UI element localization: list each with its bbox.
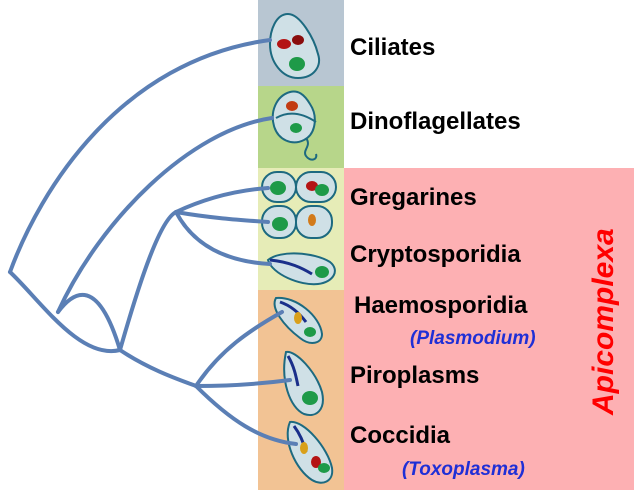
taxon-label-piroplasms: Piroplasms — [350, 364, 479, 388]
piroplasm-cell-icon — [284, 352, 323, 415]
taxon-label-dinoflagellates: Dinoflagellates — [350, 110, 521, 134]
dinoflagellate-cell-icon — [273, 92, 317, 160]
taxon-label-coccidia: Coccidia — [350, 424, 450, 448]
branch-dinoflagellates — [58, 118, 272, 312]
branch-gregarines-second — [176, 212, 268, 222]
branch-piroplasms — [196, 380, 290, 386]
branch-apicomplexa — [120, 212, 176, 350]
taxon-sublabel-toxoplasma: (Toxoplasma) — [402, 460, 525, 479]
cryptosporidium-cell-icon — [268, 253, 335, 284]
gregarine-cell-icon — [262, 172, 336, 202]
taxon-label-gregarines: Gregarines — [350, 186, 477, 210]
taxon-sublabel-plasmodium: (Plasmodium) — [410, 329, 536, 348]
branch-gregarines — [176, 188, 268, 212]
branch-ciliates — [10, 40, 270, 272]
taxon-label-haemosporidia: Haemosporidia — [354, 294, 527, 318]
branch-coccidia — [196, 386, 296, 444]
gregarine-second-cell-icon — [262, 206, 332, 238]
branch-hematozoa — [120, 350, 196, 386]
toxoplasma-cell-icon — [288, 422, 333, 483]
group-label-apicomplexa: Apicomplexa — [589, 239, 623, 415]
taxon-label-cryptosporidia: Cryptosporidia — [350, 243, 521, 267]
branch-alveolate-core — [58, 295, 120, 350]
ciliate-cell-icon — [270, 14, 319, 78]
plasmodium-cell-icon — [275, 298, 322, 343]
tree-branches — [10, 40, 296, 444]
taxon-label-ciliates: Ciliates — [350, 36, 435, 60]
branch-haemosporidia — [196, 312, 282, 386]
